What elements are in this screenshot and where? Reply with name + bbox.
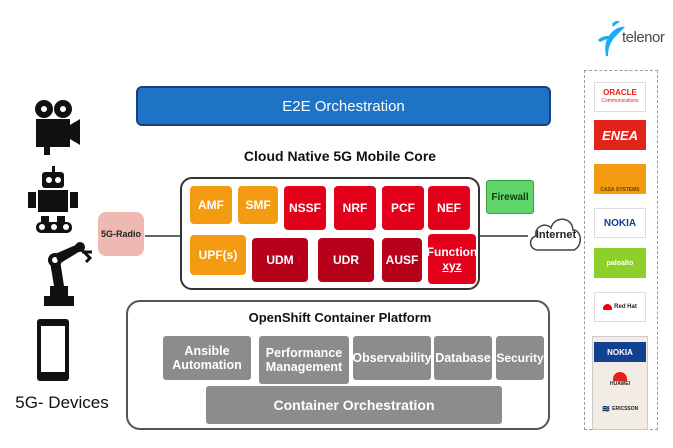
- nf-amf: AMF: [190, 186, 232, 224]
- huawei-icon: [613, 371, 627, 381]
- nokia2-text: NOKIA: [607, 347, 633, 357]
- vendor-redhat-logo: Red Hat: [594, 292, 646, 322]
- paloalto-text: paloalto: [606, 259, 634, 267]
- nf-upf: UPF(s): [190, 235, 246, 275]
- nf-nef: NEF: [428, 186, 470, 230]
- vendor-casa-logo: CASA SYSTEMS: [594, 164, 646, 194]
- function-xyz-line1: Function: [426, 245, 478, 259]
- nf-nrf: NRF: [334, 186, 376, 230]
- e2e-orchestration-label: E2E Orchestration: [282, 97, 405, 115]
- telenor-logo: telenor: [592, 18, 672, 58]
- nf-nssf: NSSF: [284, 186, 326, 230]
- container-orchestration-bar: Container Orchestration: [206, 386, 502, 424]
- performance-line1: Performance: [265, 346, 343, 360]
- nf-udm: UDM: [252, 238, 308, 282]
- vendor-nokia2-logo: NOKIA: [594, 342, 646, 362]
- robotic-arm-icon: [44, 242, 93, 306]
- devices-label: 5G- Devices: [15, 393, 109, 412]
- firewall-box: Firewall: [486, 180, 534, 214]
- ericsson-icon: ≋: [601, 403, 611, 415]
- component-database: Database: [434, 336, 492, 380]
- huawei-text: HUAWEI: [610, 380, 630, 387]
- nf-pcf: PCF: [382, 186, 424, 230]
- component-observability: Observability: [352, 336, 432, 380]
- function-xyz-line2: xyz: [442, 259, 462, 273]
- ansible-line2: Automation: [172, 358, 242, 372]
- vendor-huawei-logo: HUAWEI: [594, 366, 646, 392]
- vendor-enea-logo: ENEA: [594, 120, 646, 150]
- radio-box: 5G-Radio: [98, 212, 144, 256]
- vendor-ericsson-logo: ≋ ERICSSON: [594, 398, 646, 420]
- nf-smf: SMF: [238, 186, 278, 224]
- nf-udr: UDR: [318, 238, 374, 282]
- cloud-icon: [529, 218, 581, 251]
- oracle-subtext: Communications: [601, 98, 639, 104]
- internet-label: Internet: [535, 229, 577, 241]
- e2e-orchestration-bar: E2E Orchestration: [136, 86, 551, 126]
- core-title: Cloud Native 5G Mobile Core: [243, 148, 437, 164]
- telenor-brand: telenor: [622, 29, 665, 46]
- telenor-propeller-icon: [598, 20, 625, 56]
- ericsson-text: ERICSSON: [612, 406, 639, 412]
- vendor-oracle-logo: ORACLE Communications: [594, 82, 646, 112]
- platform-title: OpenShift Container Platform: [248, 310, 432, 325]
- vendor-nokia-logo: NOKIA: [594, 208, 646, 238]
- component-security: Security: [496, 336, 544, 380]
- firewall-label: Firewall: [491, 191, 529, 203]
- robot-icon: [28, 166, 78, 233]
- video-camera-icon: [35, 100, 80, 155]
- nokia-text: NOKIA: [603, 217, 637, 229]
- vendor-paloalto-logo: paloalto: [594, 248, 646, 278]
- ansible-line1: Ansible: [184, 344, 230, 358]
- enea-text: ENEA: [601, 127, 639, 143]
- casa-text: CASA SYSTEMS: [600, 187, 640, 193]
- radio-label: 5G-Radio: [100, 229, 141, 239]
- nf-function-xyz: Function xyz: [426, 234, 478, 284]
- performance-line2: Management: [265, 360, 343, 374]
- redhat-text: Red Hat: [614, 304, 637, 310]
- component-ansible-automation: Ansible Automation: [163, 336, 251, 380]
- nf-ausf: AUSF: [382, 238, 422, 282]
- redhat-icon: [603, 304, 613, 310]
- oracle-text: ORACLE: [603, 88, 637, 97]
- smartphone-icon: [37, 319, 69, 381]
- component-performance-management: Performance Management: [259, 336, 349, 384]
